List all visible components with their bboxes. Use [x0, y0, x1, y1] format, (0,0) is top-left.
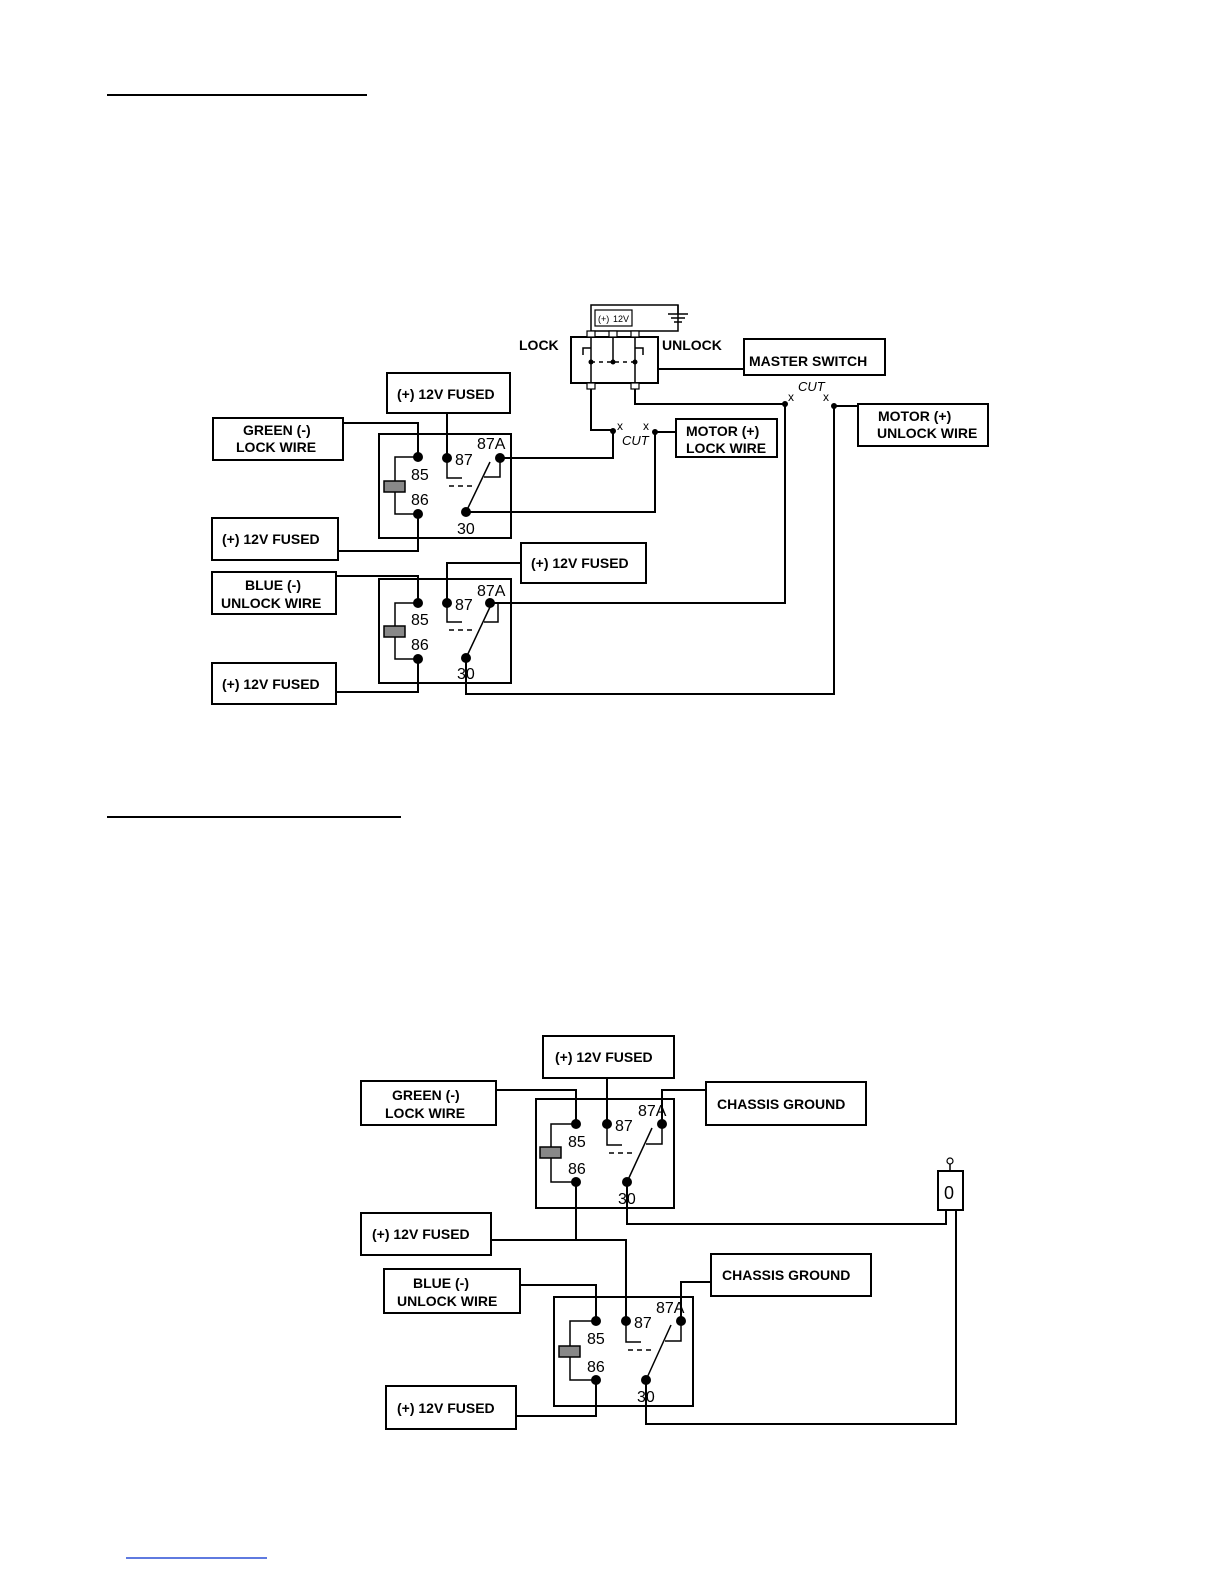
relay-1: 85 86 87 87A 30 — [378, 433, 512, 539]
cut-x-2: x — [643, 419, 649, 433]
relay3-pin-87a: 87A — [638, 1103, 667, 1120]
relay1-pin-85: 85 — [411, 467, 429, 484]
blue-unlock-box — [211, 571, 337, 615]
fused-left2-label: (+) 12V FUSED — [222, 676, 320, 692]
d2-green-label-2: LOCK WIRE — [385, 1105, 465, 1121]
d2-fused-box-top — [542, 1035, 675, 1079]
relay-3: 85 86 87 87A 30 — [535, 1098, 675, 1209]
diagram-1-wires — [336, 389, 858, 695]
green-lock-label-1: GREEN (-) — [243, 422, 311, 438]
relay4-pin-87: 87 — [634, 1315, 652, 1332]
cut-x-3: x — [788, 390, 794, 404]
motor-unlock-box — [857, 403, 989, 447]
diagram-2-negative-trigger: 85 86 87 87A 30 85 86 87 87A 30 — [360, 1035, 964, 1430]
green-lock-label-2: LOCK WIRE — [236, 439, 316, 455]
d2-blue-label-1: BLUE (-) — [413, 1275, 469, 1291]
motor-unlock-label-2: UNLOCK WIRE — [877, 425, 977, 441]
relay4-pin-85: 85 — [587, 1331, 605, 1348]
cut-x-1: x — [617, 419, 623, 433]
unlock-label: UNLOCK — [662, 337, 722, 353]
motor-lock-label-2: LOCK WIRE — [686, 440, 766, 456]
cut-label-1: CUT — [622, 433, 650, 448]
fused-mid-label: (+) 12V FUSED — [531, 555, 629, 571]
d2-green-label-1: GREEN (-) — [392, 1087, 460, 1103]
relay1-pin-30: 30 — [457, 521, 475, 538]
relay-2: 85 86 87 87A 30 — [378, 578, 512, 684]
switch-12v-label: 12V — [613, 314, 629, 324]
relay2-pin-85: 85 — [411, 612, 429, 629]
d2-blue-label-2: UNLOCK WIRE — [397, 1293, 497, 1309]
actuator-symbol: 0 — [944, 1183, 954, 1203]
relay3-pin-86: 86 — [568, 1161, 586, 1178]
diagram-2-wires — [491, 1078, 957, 1425]
relay-4: 85 86 87 87A 30 — [553, 1296, 694, 1407]
lock-label: LOCK — [519, 337, 559, 353]
master-switch-label: MASTER SWITCH — [749, 353, 867, 369]
d2-fused-top-label: (+) 12V FUSED — [555, 1049, 653, 1065]
cut-x-4: x — [823, 390, 829, 404]
relay3-pin-85: 85 — [568, 1134, 586, 1151]
d2-green-lock-box — [360, 1080, 497, 1126]
relay4-pin-86: 86 — [587, 1359, 605, 1376]
diagram-1-reverse-polarity: (+) 12V LOCK UNLOCK MASTER S — [211, 304, 989, 705]
fused-left1-label: (+) 12V FUSED — [222, 531, 320, 547]
chassis-ground-label-1: CHASSIS GROUND — [717, 1096, 845, 1112]
door-lock-actuator: 0 — [937, 1157, 964, 1211]
d2-fused-left1-label: (+) 12V FUSED — [372, 1226, 470, 1242]
d2-blue-unlock-box — [383, 1268, 521, 1314]
switch-plus-label: (+) — [598, 314, 609, 324]
chassis-ground-label-2: CHASSIS GROUND — [722, 1267, 850, 1283]
motor-unlock-label-1: MOTOR (+) — [878, 408, 951, 424]
fused-box-left-1 — [211, 517, 339, 561]
d2-fused-box-left-1 — [360, 1212, 492, 1256]
motor-lock-box — [675, 418, 778, 458]
fused-box-mid — [520, 542, 647, 584]
green-lock-box — [212, 417, 344, 461]
relay2-pin-86: 86 — [411, 637, 429, 654]
relay3-pin-87: 87 — [615, 1118, 633, 1135]
fused-box-top — [386, 372, 511, 414]
fused-box-left-2 — [211, 662, 337, 705]
relay4-pin-87a: 87A — [656, 1300, 685, 1317]
master-switch: (+) 12V LOCK UNLOCK MASTER S — [519, 304, 886, 390]
blue-unlock-label-1: BLUE (-) — [245, 577, 301, 593]
chassis-ground-box-2 — [710, 1253, 872, 1297]
relay1-pin-87: 87 — [455, 452, 473, 469]
fused-top-label: (+) 12V FUSED — [397, 386, 495, 402]
cut-label-2: CUT — [798, 379, 826, 394]
chassis-ground-box-1 — [705, 1081, 867, 1126]
d2-fused-left2-label: (+) 12V FUSED — [397, 1400, 495, 1416]
relay1-pin-87a: 87A — [477, 436, 506, 453]
motor-lock-label-1: MOTOR (+) — [686, 423, 759, 439]
relay2-pin-87: 87 — [455, 597, 473, 614]
blue-unlock-label-2: UNLOCK WIRE — [221, 595, 321, 611]
relay2-pin-87a: 87A — [477, 583, 506, 600]
relay1-pin-86: 86 — [411, 492, 429, 509]
d2-fused-box-left-2 — [385, 1385, 517, 1430]
